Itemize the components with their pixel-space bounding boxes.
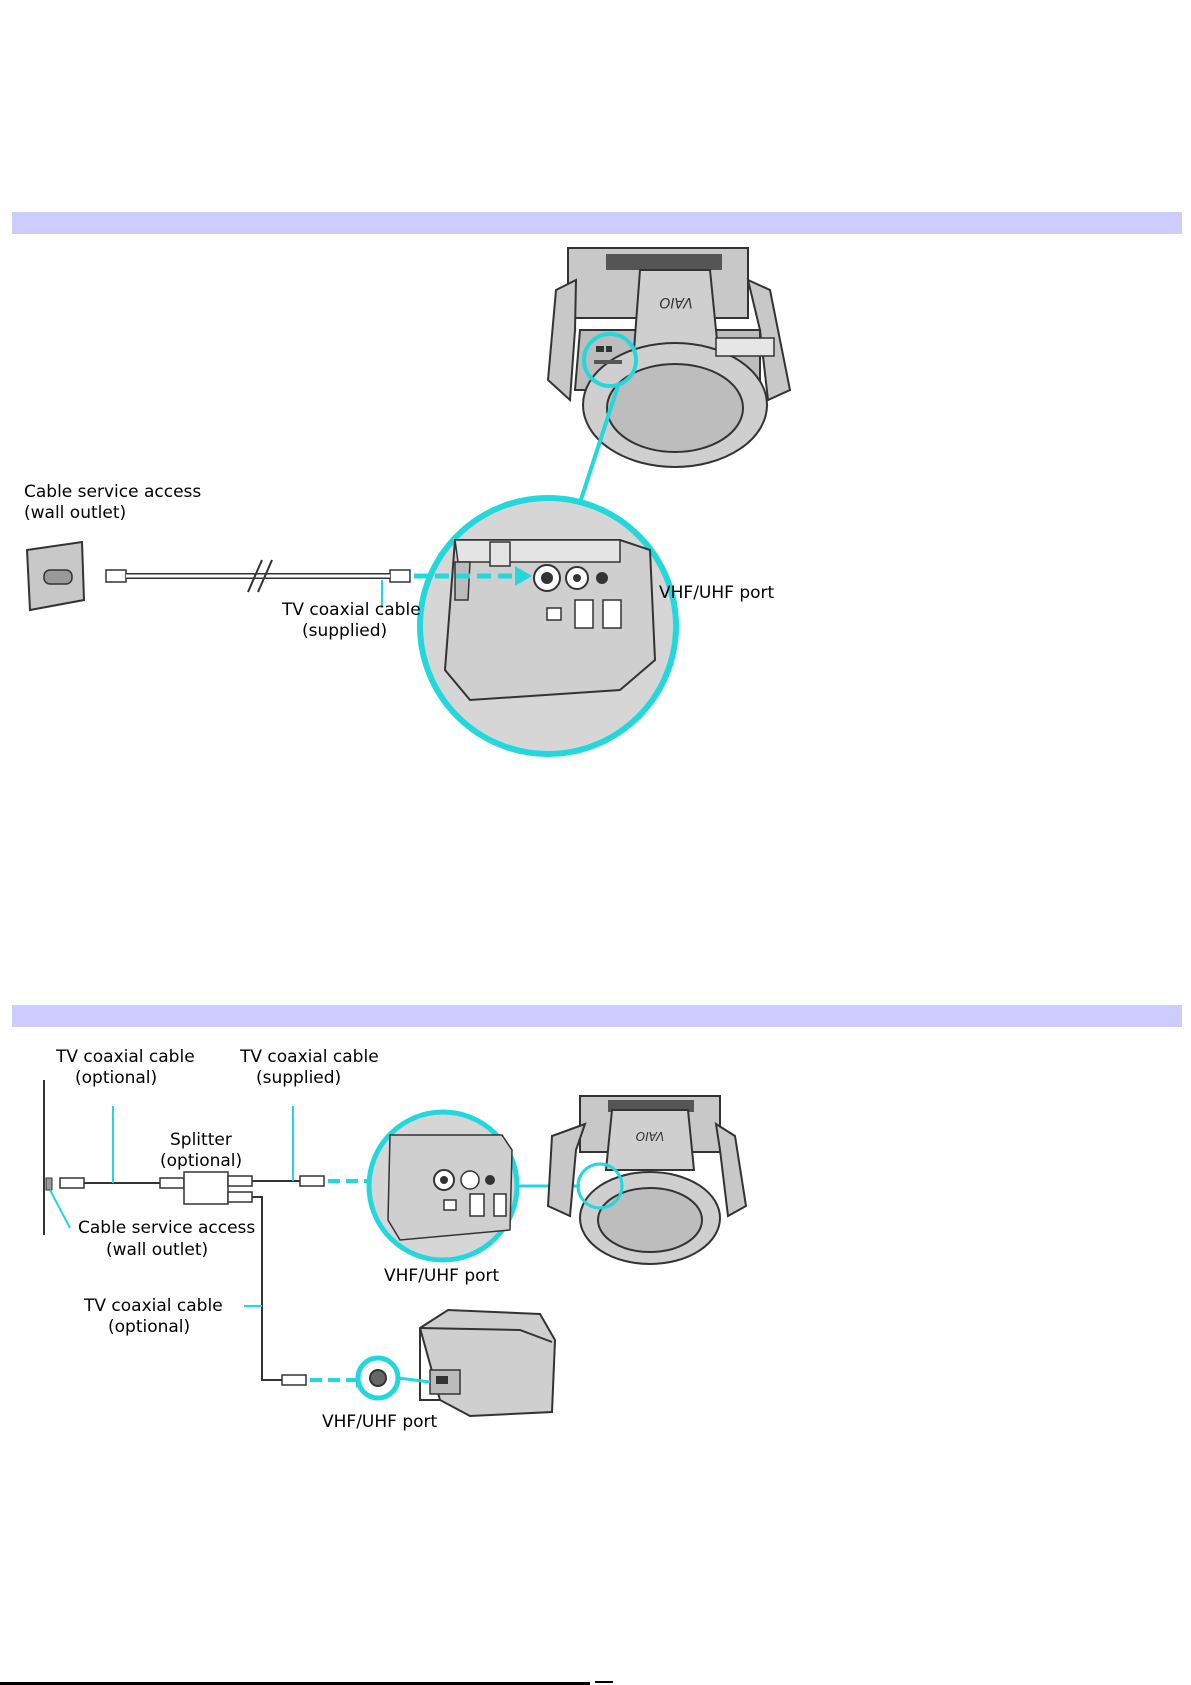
connection-diagram-1: VAIO — [0, 240, 1191, 690]
splitter-label-line2: (optional) — [160, 1151, 242, 1171]
computer-port-label: VHF/UHF port — [384, 1266, 500, 1286]
computer-rear-view: VAIO — [548, 1096, 746, 1264]
usb-port-icon — [575, 600, 593, 628]
coax-socket-icon — [44, 570, 72, 584]
computer-rear-view: VAIO — [548, 248, 790, 467]
wall-outlet-label-line1: Cable service access — [24, 482, 201, 502]
cable-optional-top-line1: TV coaxial cable — [55, 1047, 195, 1067]
cable-optional-lower-line2: (optional) — [108, 1317, 190, 1337]
connection-diagram-2: VAIO TV coaxial cable (optional) TV coax… — [0, 1040, 1191, 1440]
port-zoom-view — [420, 498, 676, 754]
cable-label-line1: TV coaxial cable — [281, 600, 421, 620]
port-label: VHF/UHF port — [659, 583, 775, 603]
wall-outlet-label-line1: Cable service access — [78, 1218, 255, 1238]
usb-port-icon-2 — [603, 600, 621, 628]
vaio-logo: VAIO — [659, 294, 692, 310]
tv-port-label: VHF/UHF port — [322, 1412, 438, 1432]
firewire-port-icon — [547, 608, 561, 620]
vent-grille-icon — [606, 254, 722, 270]
cable-label-line2: (supplied) — [302, 621, 387, 641]
cable-supplied-top-line1: TV coaxial cable — [239, 1047, 379, 1067]
audio-jack-icon — [596, 572, 608, 584]
tv-port-zoom — [358, 1358, 398, 1398]
cable-supplied-top-line2: (supplied) — [256, 1068, 341, 1088]
tv-antenna-port-icon — [370, 1370, 386, 1386]
cable-optional-top-line2: (optional) — [75, 1068, 157, 1088]
section-band-1 — [12, 212, 1182, 234]
splitter-label-line1: Splitter — [170, 1130, 232, 1150]
cable-optional-lower-line1: TV coaxial cable — [83, 1296, 223, 1316]
television — [420, 1310, 555, 1416]
footer-rule-segment — [595, 1681, 613, 1683]
vaio-logo: VAIO — [636, 1129, 665, 1143]
computer-port-zoom — [369, 1112, 517, 1260]
section-band-2 — [12, 1005, 1182, 1027]
wall-outlet-label-line2: (wall outlet) — [24, 503, 126, 523]
wall-outlet — [27, 542, 84, 610]
splitter-icon — [184, 1172, 228, 1204]
wall-outlet-label-line2: (wall outlet) — [106, 1240, 208, 1260]
